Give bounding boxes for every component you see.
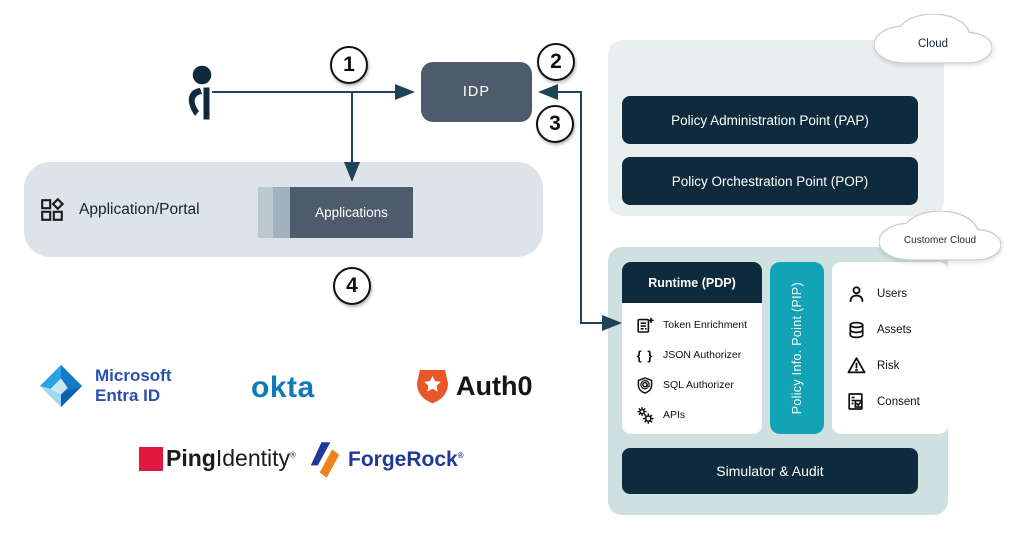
data-sources-card: Users Assets Risk — [832, 262, 948, 434]
customer-cloud-label: Customer Cloud — [903, 235, 977, 246]
simulator-audit-box: Simulator & Audit — [622, 448, 918, 494]
sql-shield-icon — [636, 376, 654, 394]
idp-box: IDP — [421, 62, 532, 122]
source-item-risk: Risk — [846, 356, 948, 375]
ping-identity-icon — [139, 446, 163, 471]
application-portal-label: Application/Portal — [79, 200, 200, 218]
simulator-audit-label: Simulator & Audit — [716, 463, 824, 479]
warning-triangle-icon — [846, 356, 866, 375]
source-item-label: Users — [877, 288, 908, 301]
runtime-item-label: Token Enrichment — [663, 319, 748, 331]
forgerock-wordmark: ForgeRock® — [348, 448, 464, 471]
vendor-auth0: Auth0 — [417, 368, 533, 404]
applications-layer-back — [258, 187, 273, 238]
source-item-label: Risk — [877, 359, 900, 372]
gears-icon — [636, 406, 654, 424]
auth0-shield-icon — [417, 368, 448, 404]
step-circle-2: 2 — [537, 43, 575, 81]
source-item-assets: Assets — [846, 321, 948, 340]
entra-id-icon — [38, 363, 84, 409]
person-icon — [188, 65, 212, 120]
runtime-item-apis: APIs — [636, 400, 756, 430]
cloud-label: Cloud — [917, 38, 949, 50]
pip-bar: Policy Info. Point (PIP) — [770, 262, 824, 434]
runtime-pdp-card: Runtime (PDP) Token Enrichment — [622, 262, 762, 434]
applications-layer-mid — [273, 187, 290, 238]
runtime-item-sql-authorizer: SQL Authorizer — [636, 370, 756, 400]
runtime-item-label: APIs — [663, 409, 686, 421]
pip-label: Policy Info. Point (PIP) — [790, 281, 804, 415]
database-icon — [846, 321, 866, 340]
source-item-label: Consent — [877, 395, 920, 408]
vendor-microsoft-entra-id: Microsoft Entra ID — [38, 363, 172, 409]
app-grid-icon — [40, 197, 64, 222]
applications-label: Applications — [315, 205, 388, 220]
customer-cloud-shape: Customer Cloud — [879, 211, 1001, 263]
okta-wordmark: okta — [251, 371, 315, 404]
entra-id-wordmark: Microsoft Entra ID — [95, 365, 172, 405]
idp-label: IDP — [462, 84, 491, 100]
token-enrichment-icon — [636, 317, 654, 334]
vendor-ping-identity: PingIdentity® — [139, 445, 296, 472]
runtime-item-token-enrichment: Token Enrichment — [636, 310, 756, 340]
pap-label: Policy Administration Point (PAP) — [671, 112, 869, 128]
applications-box: Applications — [290, 187, 413, 238]
pap-box: Policy Administration Point (PAP) — [622, 96, 918, 144]
runtime-item-label: SQL Authorizer — [663, 379, 734, 391]
json-braces-icon: { } — [636, 347, 654, 363]
ping-identity-wordmark: PingIdentity® — [166, 445, 296, 471]
pop-label: Policy Orchestration Point (POP) — [671, 173, 869, 189]
source-item-label: Assets — [877, 324, 912, 337]
runtime-item-label: JSON Authorizer — [663, 349, 742, 361]
step-circle-3: 3 — [536, 105, 574, 143]
runtime-item-json-authorizer: { } JSON Authorizer — [636, 340, 756, 370]
auth0-wordmark: Auth0 — [456, 370, 533, 401]
consent-doc-icon — [846, 392, 866, 411]
step-circle-4: 4 — [333, 267, 371, 305]
forgerock-icon — [309, 442, 341, 478]
user-icon — [846, 285, 866, 304]
vendor-forgerock: ForgeRock® — [309, 442, 464, 478]
pop-box: Policy Orchestration Point (POP) — [622, 157, 918, 205]
vendor-okta: okta — [251, 371, 315, 405]
source-item-users: Users — [846, 285, 948, 304]
step-circle-1: 1 — [330, 46, 368, 84]
runtime-pdp-title: Runtime (PDP) — [622, 262, 762, 303]
cloud-shape: Cloud — [874, 14, 992, 66]
source-item-consent: Consent — [846, 392, 948, 411]
